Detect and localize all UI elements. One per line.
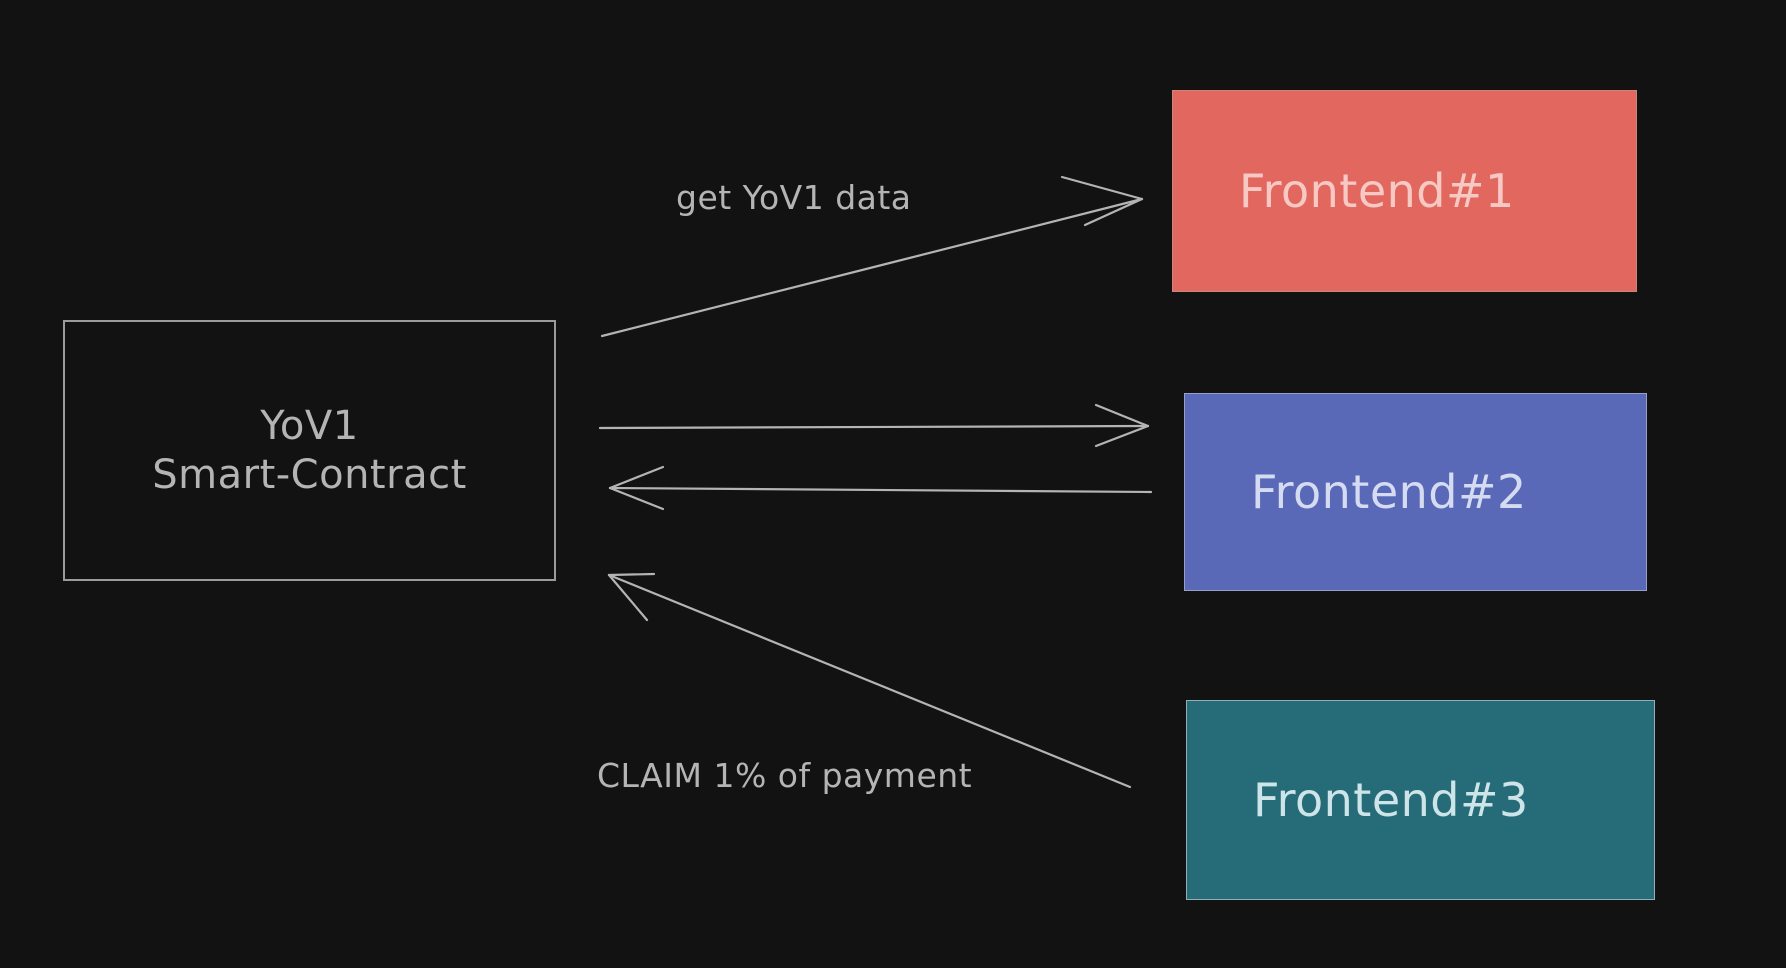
node-frontend-2-label: Frontend#2 — [1251, 464, 1527, 519]
node-frontend-3-label: Frontend#3 — [1253, 772, 1529, 827]
node-smart-contract-label: YoV1 Smart-Contract — [152, 402, 467, 498]
node-frontend-2[interactable]: Frontend#2 — [1184, 393, 1647, 591]
node-smart-contract[interactable]: YoV1 Smart-Contract — [63, 320, 556, 581]
edge-label-get-yov1-data: get YoV1 data — [676, 178, 912, 217]
edge-label-claim-payment: CLAIM 1% of payment — [597, 756, 973, 795]
node-frontend-1-label: Frontend#1 — [1239, 163, 1515, 218]
edge-contract-to-frontend-2[interactable] — [598, 403, 1150, 448]
node-frontend-1[interactable]: Frontend#1 — [1172, 90, 1637, 292]
edge-frontend-2-to-contract[interactable] — [608, 465, 1153, 511]
node-frontend-3[interactable]: Frontend#3 — [1186, 700, 1655, 900]
